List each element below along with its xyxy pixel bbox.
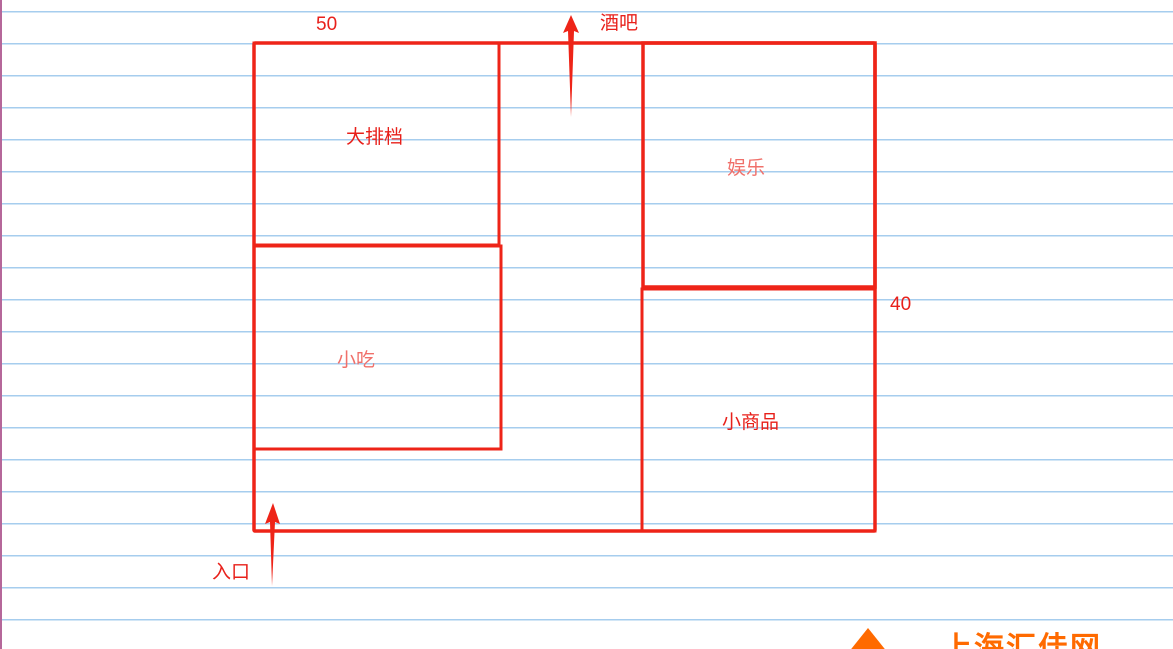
zone-xiaoshangpin-outline <box>640 287 877 533</box>
zone-xiaochi-outline <box>252 244 503 451</box>
height-dimension-label: 40 <box>890 294 912 315</box>
zone-yule-outline <box>641 41 877 289</box>
bar-arrow <box>563 15 579 117</box>
bar-label: 酒吧 <box>600 12 639 34</box>
zone-yule-label: 娱乐 <box>727 157 766 179</box>
mountain-icon <box>836 628 900 649</box>
watermark-text: 上海汇佳网 <box>942 631 1102 649</box>
entrance-arrow <box>265 503 280 586</box>
zone-dapaidang-label: 大排档 <box>346 126 404 148</box>
zone-xiaochi-label: 小吃 <box>337 349 376 371</box>
watermark-logo: 上海汇佳网 <box>830 626 1170 649</box>
width-dimension-label: 50 <box>316 14 338 35</box>
notebook-margin-line <box>0 0 2 649</box>
zone-xiaoshangpin-label: 小商品 <box>722 411 780 433</box>
entrance-label: 入口 <box>212 561 251 583</box>
